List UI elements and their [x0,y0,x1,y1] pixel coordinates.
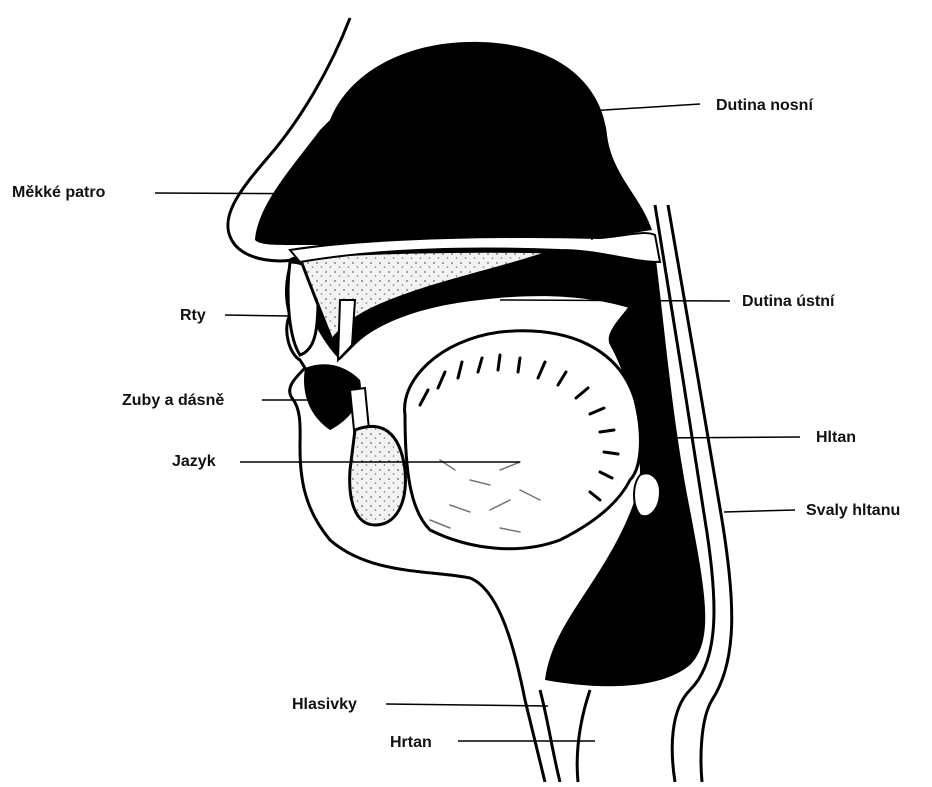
label-hlasivky: Hlasivky [292,696,357,713]
leader-svaly-hltanu [724,510,795,512]
epiglottis-shape [634,474,660,517]
leader-dutina-ustni [500,300,730,301]
jaw-bone-shape [350,426,406,525]
leader-rty [225,315,290,316]
label-zuby-a-dasne: Zuby a dásně [122,392,224,409]
label-hltan: Hltan [816,429,856,446]
larynx-tube [540,690,590,782]
leader-hlasivky [386,704,548,706]
label-rty: Rty [180,307,206,324]
upper-teeth-shape [338,300,355,360]
tongue-shape [405,331,641,549]
label-svaly-hltanu: Svaly hltanu [806,502,900,519]
label-mekke-patro: Měkké patro [12,184,106,201]
label-hrtan: Hrtan [390,734,432,751]
label-jazyk: Jazyk [172,453,216,470]
leader-hltan [655,437,800,438]
label-dutina-nosni: Dutina nosní [716,97,813,114]
nasal-cavity-shape [255,42,652,245]
label-dutina-ustni: Dutina ústní [742,293,835,310]
